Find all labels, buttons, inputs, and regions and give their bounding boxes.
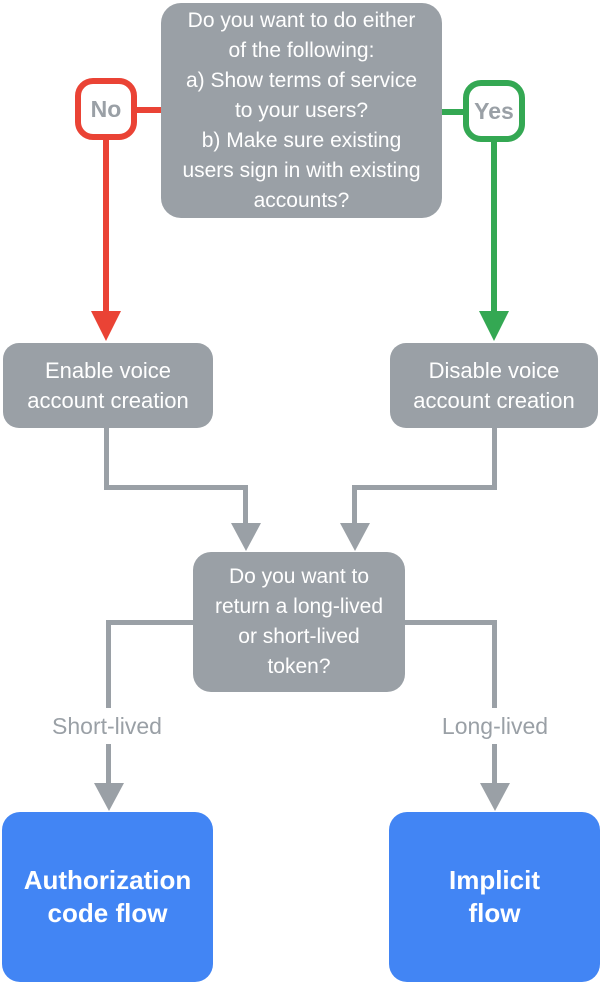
short-lived-label: Short-lived: [22, 708, 192, 744]
enable-node-down-line: [104, 428, 109, 490]
yes-branch-horizontal-line: [441, 109, 464, 115]
no-branch-vertical-line: [103, 137, 109, 313]
disable-node-elbow-line: [352, 485, 497, 490]
gray-arrowhead-icon: [480, 783, 510, 811]
enable-node-entry-line: [243, 485, 248, 525]
disable-node-entry-line: [352, 485, 357, 525]
gray-arrowhead-icon: [231, 523, 261, 551]
long-lived-vertical-line: [492, 620, 497, 785]
no-badge: No: [75, 78, 137, 140]
short-lived-horizontal-line: [106, 620, 193, 625]
gray-arrowhead-icon: [94, 783, 124, 811]
yes-badge: Yes: [463, 80, 525, 142]
authorization-code-flow-node: Authorization code flow: [2, 812, 213, 982]
gray-arrowhead-icon: [340, 523, 370, 551]
start-question-node: Do you want to do either of the followin…: [161, 3, 442, 218]
short-lived-vertical-line: [106, 620, 111, 785]
implicit-flow-node: Implicit flow: [389, 812, 600, 982]
disable-node-down-line: [492, 428, 497, 490]
red-arrowhead-icon: [91, 311, 121, 341]
green-arrowhead-icon: [479, 311, 509, 341]
long-lived-label: Long-lived: [410, 708, 580, 744]
no-branch-horizontal-line: [135, 107, 162, 113]
enable-voice-node: Enable voice account creation: [3, 343, 213, 428]
disable-voice-node: Disable voice account creation: [390, 343, 598, 428]
yes-branch-vertical-line: [491, 139, 497, 313]
long-lived-horizontal-line: [405, 620, 492, 625]
token-question-node: Do you want to return a long-lived or sh…: [193, 552, 405, 692]
enable-node-elbow-line: [104, 485, 248, 490]
